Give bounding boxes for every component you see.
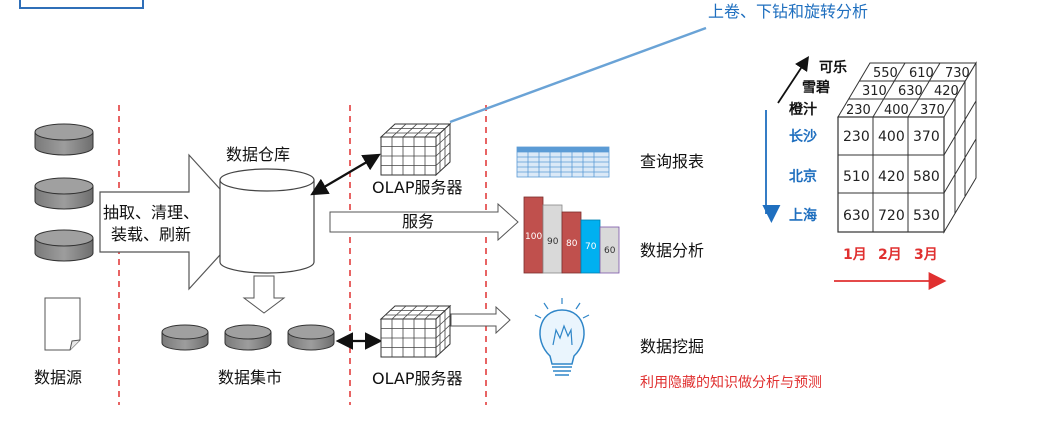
etl-label-line1: 抽取、清理、 — [103, 203, 199, 222]
month-1: 1月 — [843, 247, 867, 263]
datamart-disks — [161, 324, 335, 351]
front-r3-c1: 630 — [843, 208, 870, 224]
city-beijing: 北京 — [789, 168, 817, 185]
mining-arrow — [450, 305, 511, 335]
top-row1-v3: 730 — [945, 66, 970, 81]
down-arrow — [242, 275, 286, 314]
product-sprite: 雪碧 — [802, 79, 830, 96]
mart-disk-2 — [224, 324, 272, 351]
front-r2-c2: 420 — [878, 169, 905, 185]
bar-label-3: 80 — [566, 239, 578, 249]
bar-label-5: 60 — [604, 246, 616, 256]
city-changsha: 长沙 — [789, 128, 817, 145]
olap-cube-bottom-icon — [379, 304, 452, 359]
disk-1 — [34, 123, 94, 156]
data-mining-label: 数据挖掘 — [640, 337, 704, 356]
document-icon — [44, 297, 81, 351]
bar-label-4: 70 — [585, 242, 597, 252]
service-label: 服务 — [402, 212, 434, 231]
olap-cube-link-line — [449, 26, 707, 124]
front-r2-c3: 580 — [913, 169, 940, 185]
front-r3-c2: 720 — [878, 208, 905, 224]
product-axis-arrow — [777, 55, 809, 104]
mart-disk-3 — [287, 324, 335, 351]
report-table-icon — [516, 146, 610, 178]
query-report-label: 查询报表 — [640, 152, 704, 171]
top-row3-v3: 370 — [920, 103, 945, 118]
disk-3 — [34, 229, 94, 262]
top-row2-v1: 310 — [862, 84, 887, 99]
top-row3-v2: 400 — [884, 103, 909, 118]
lightbulb-icon — [534, 298, 590, 376]
datamart-label: 数据集市 — [218, 368, 282, 387]
mining-desc-label: 利用隐藏的知识做分析与预测 — [640, 374, 822, 391]
product-orange: 橙汁 — [789, 101, 817, 118]
data-source-disks — [34, 123, 94, 262]
month-3: 3月 — [914, 247, 938, 263]
warehouse-olap-arrow — [310, 153, 381, 196]
olap-top-label: OLAP服务器 — [372, 178, 462, 197]
olap-cube-top-icon — [379, 122, 452, 177]
olap-bottom-label: OLAP服务器 — [372, 369, 462, 388]
front-r1-c1: 230 — [843, 129, 870, 145]
product-cola: 可乐 — [819, 59, 847, 76]
data-source-label: 数据源 — [34, 368, 82, 387]
top-row2-v2: 630 — [898, 84, 923, 99]
front-r3-c3: 530 — [913, 208, 940, 224]
bar-label-2: 90 — [547, 237, 559, 247]
title-box-fragment — [19, 0, 144, 9]
disk-2 — [34, 177, 94, 210]
front-r1-c2: 400 — [878, 129, 905, 145]
rollup-label: 上卷、下钻和旋转分析 — [708, 2, 868, 21]
etl-label-line2: 装载、刷新 — [111, 225, 191, 244]
olap-data-cube: 550 610 730 310 630 420 230 400 370 230 … — [837, 61, 977, 234]
month-2: 2月 — [878, 247, 902, 263]
front-r2-c1: 510 — [843, 169, 870, 185]
data-analysis-label: 数据分析 — [640, 241, 704, 260]
front-r1-c3: 370 — [913, 129, 940, 145]
top-row2-v3: 420 — [934, 84, 959, 99]
mart-disk-1 — [161, 324, 209, 351]
warehouse-label: 数据仓库 — [226, 145, 290, 164]
top-row3-v1: 230 — [846, 103, 871, 118]
bar-label-1: 100 — [525, 232, 542, 242]
city-shanghai: 上海 — [789, 207, 817, 224]
bar-chart-icon: 100 90 80 70 60 — [523, 196, 620, 274]
top-row1-v1: 550 — [873, 66, 898, 81]
warehouse-cylinder — [219, 168, 315, 274]
service-arrow — [329, 202, 519, 242]
top-row1-v2: 610 — [909, 66, 934, 81]
